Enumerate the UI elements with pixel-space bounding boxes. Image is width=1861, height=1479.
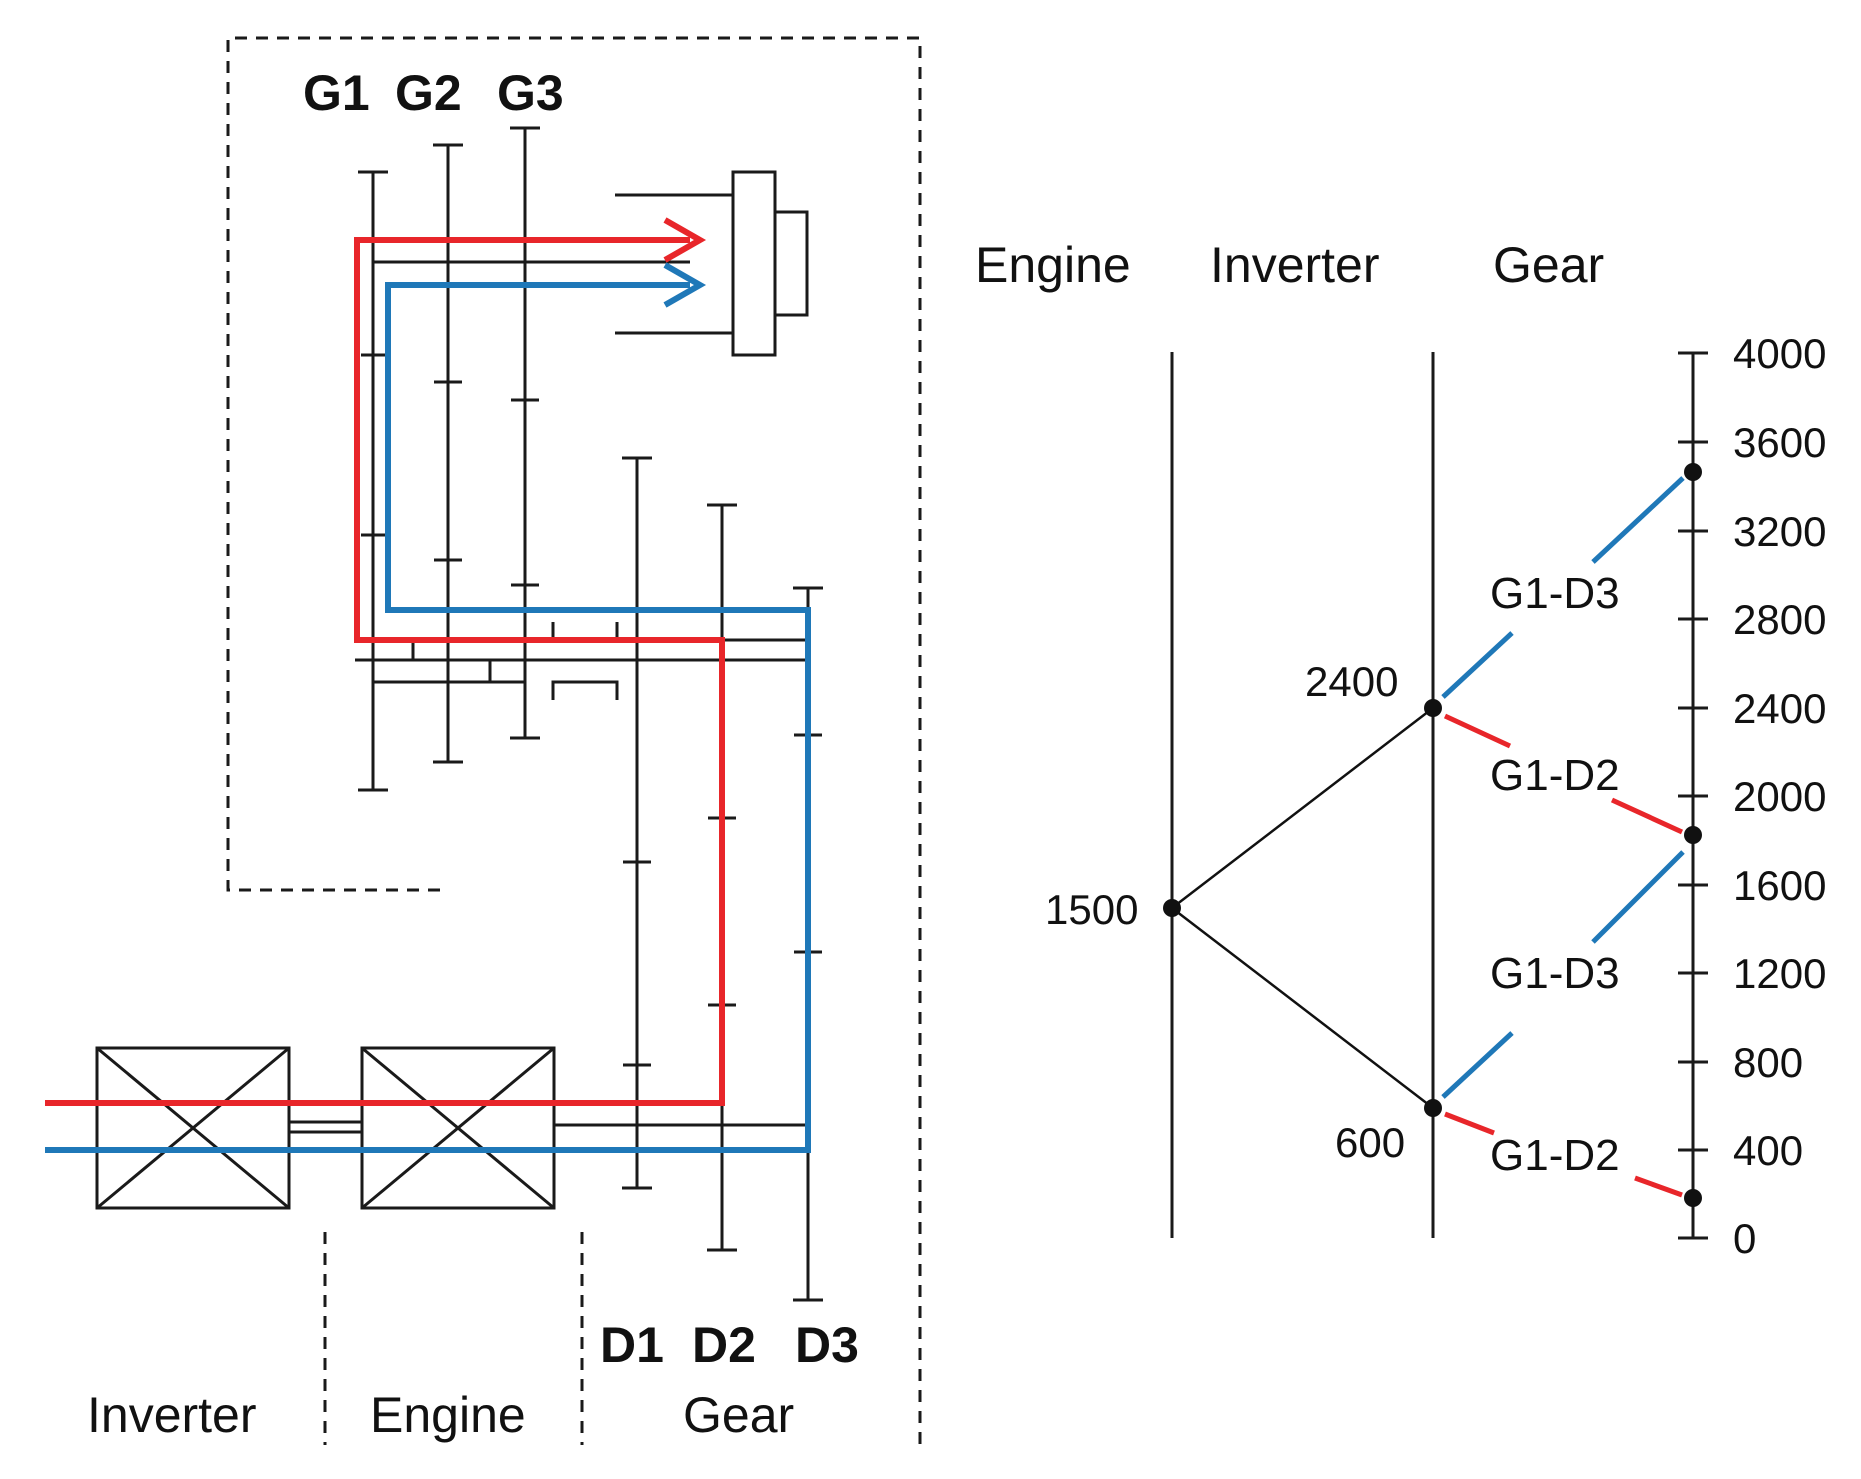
inverter-speed-600-label: 600 bbox=[1335, 1119, 1405, 1166]
node-gear-upper bbox=[1684, 463, 1702, 481]
shaft-D1 bbox=[622, 456, 652, 1190]
red-seg-upper-a bbox=[1443, 713, 1512, 749]
engine-box bbox=[360, 1046, 556, 1210]
main-shaft bbox=[355, 622, 808, 790]
red-power-path bbox=[45, 237, 725, 1106]
label-G3: G3 bbox=[497, 65, 564, 121]
inverter-box bbox=[95, 1046, 291, 1210]
label-D1: D1 bbox=[600, 1317, 664, 1373]
blue-power-path bbox=[45, 282, 811, 1153]
link-1500-600 bbox=[1171, 907, 1434, 1109]
tick-2800: 2800 bbox=[1733, 596, 1826, 643]
node-inverter-600 bbox=[1424, 1099, 1442, 1117]
path-label-g1-d2-upper: G1-D2 bbox=[1490, 751, 1620, 800]
speed-diagram: Engine Inverter Gear 4000 3600 3200 2800… bbox=[975, 237, 1826, 1262]
tick-0: 0 bbox=[1733, 1215, 1756, 1262]
blue-seg-lower-a bbox=[1441, 1031, 1514, 1099]
gear-axis-ticks bbox=[1678, 351, 1708, 1240]
node-engine-1500 bbox=[1163, 899, 1181, 917]
path-label-g1-d2-lower: G1-D2 bbox=[1490, 1131, 1620, 1180]
tick-2400: 2400 bbox=[1733, 685, 1826, 732]
transmission-schematic: G1 G2 G3 D1 D2 D3 Inverter Engine Gear bbox=[45, 36, 922, 1445]
node-gear-middle bbox=[1684, 826, 1702, 844]
node-inverter-2400 bbox=[1424, 699, 1442, 717]
header-inverter: Inverter bbox=[1210, 237, 1380, 293]
tick-3600: 3600 bbox=[1733, 419, 1826, 466]
red-arrow-head bbox=[663, 217, 707, 263]
gearbox-enclosure bbox=[226, 36, 922, 1445]
link-1500-2400 bbox=[1171, 707, 1434, 909]
blue-seg-lower-b bbox=[1591, 850, 1685, 944]
label-G1: G1 bbox=[303, 65, 370, 121]
tick-4000: 4000 bbox=[1733, 330, 1826, 377]
section-engine-label: Engine bbox=[370, 1387, 526, 1443]
path-label-g1-d3-lower: G1-D3 bbox=[1490, 949, 1620, 998]
path-label-g1-d3-upper: G1-D3 bbox=[1490, 569, 1620, 618]
blue-seg-upper-b bbox=[1591, 476, 1685, 564]
section-inverter-label: Inverter bbox=[87, 1387, 257, 1443]
label-D2: D2 bbox=[692, 1317, 756, 1373]
tick-2000: 2000 bbox=[1733, 773, 1826, 820]
label-D3: D3 bbox=[795, 1317, 859, 1373]
red-seg-upper-b bbox=[1610, 797, 1684, 835]
section-gear-label: Gear bbox=[683, 1387, 794, 1443]
output-flange bbox=[615, 170, 809, 357]
header-gear: Gear bbox=[1493, 237, 1604, 293]
node-gear-lower bbox=[1684, 1189, 1702, 1207]
tick-800: 800 bbox=[1733, 1039, 1803, 1086]
tick-1200: 1200 bbox=[1733, 950, 1826, 997]
inverter-speed-2400-label: 2400 bbox=[1305, 658, 1398, 705]
label-G2: G2 bbox=[395, 65, 462, 121]
tick-3200: 3200 bbox=[1733, 508, 1826, 555]
header-engine: Engine bbox=[975, 237, 1131, 293]
blue-arrow-head bbox=[663, 262, 707, 308]
red-seg-lower-a bbox=[1444, 1111, 1495, 1136]
blue-seg-upper-a bbox=[1441, 631, 1514, 699]
tick-1600: 1600 bbox=[1733, 862, 1826, 909]
engine-speed-label: 1500 bbox=[1045, 886, 1138, 933]
red-seg-lower-b bbox=[1634, 1175, 1683, 1198]
shaft-G3 bbox=[510, 126, 540, 740]
tick-400: 400 bbox=[1733, 1127, 1803, 1174]
